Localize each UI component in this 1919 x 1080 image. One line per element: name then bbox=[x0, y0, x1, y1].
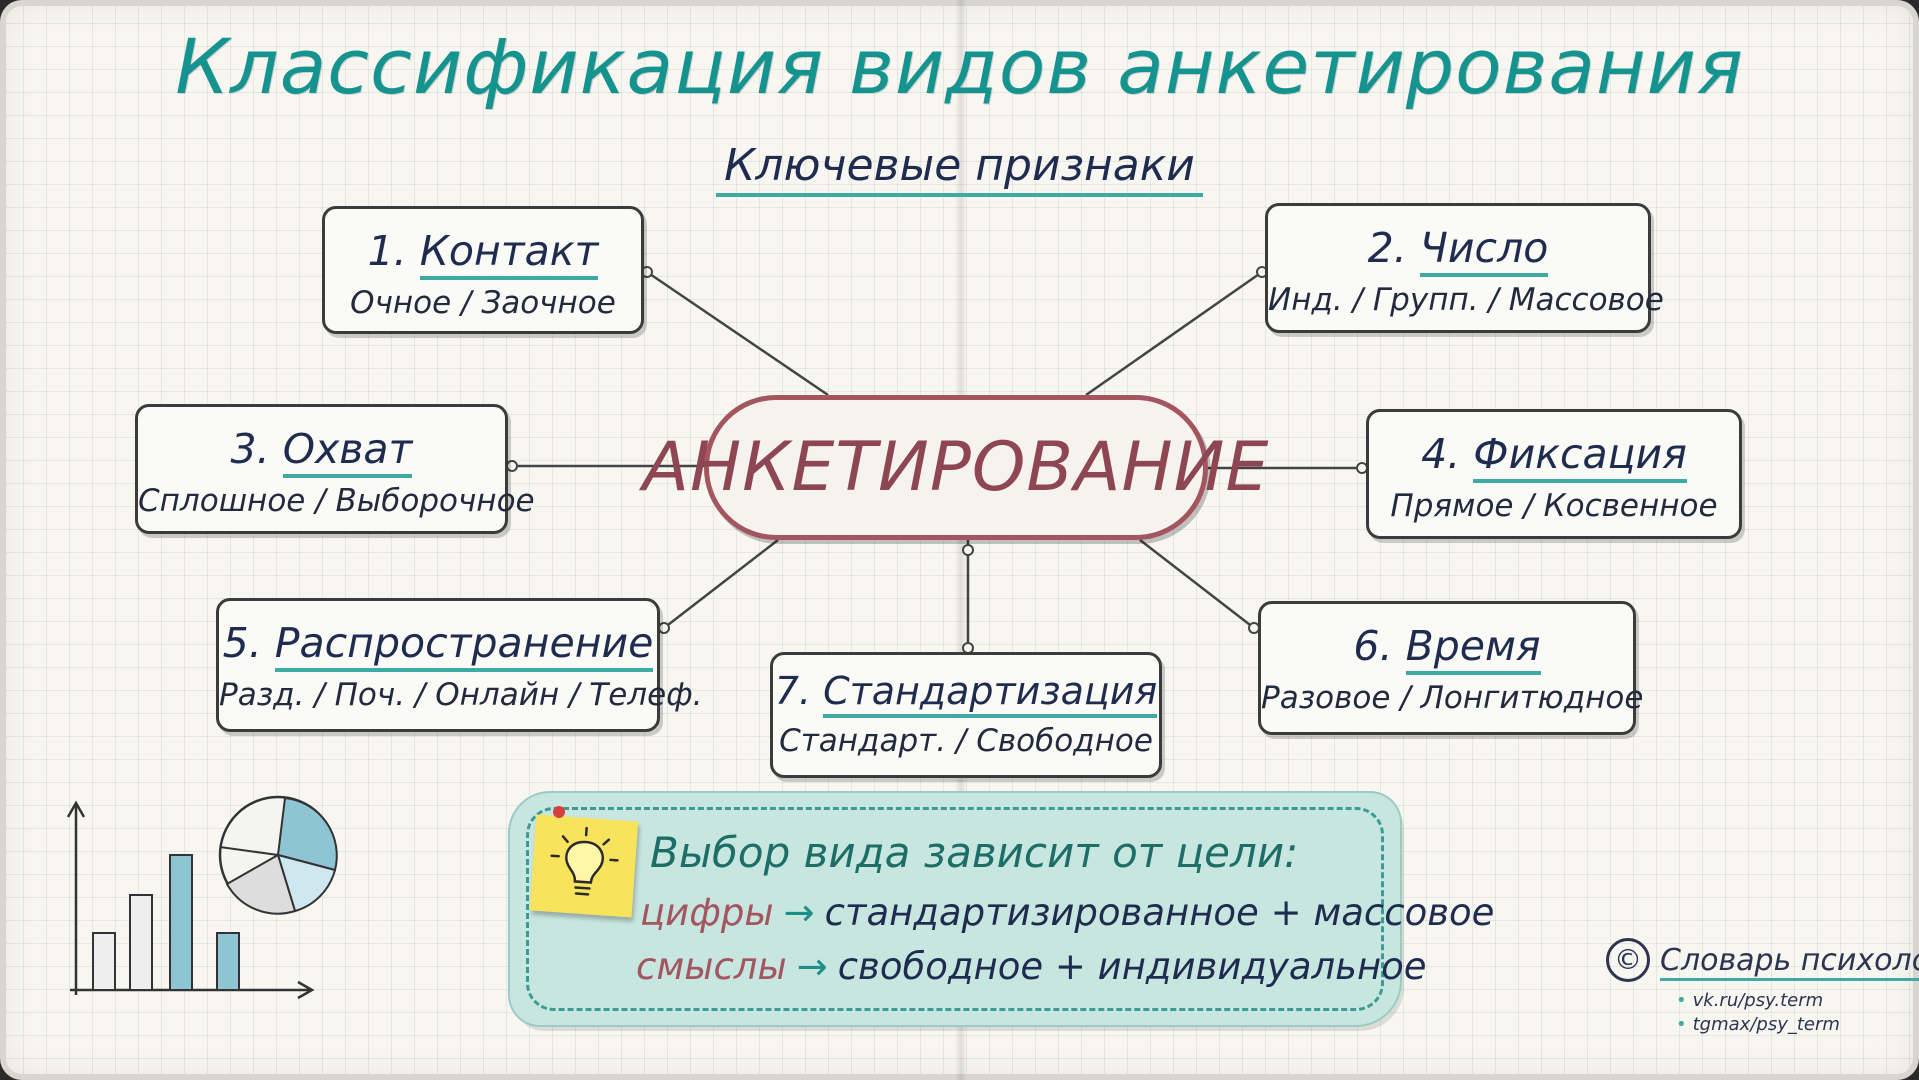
connector-kontakt bbox=[646, 270, 829, 397]
criterion-name: Контакт bbox=[419, 227, 599, 280]
criterion-box-3: 3. Охват Сплошное / Выборочное bbox=[135, 404, 535, 534]
credit: © Словарь психолога bbox=[1606, 938, 1919, 982]
credit-link-vk[interactable]: vk.ru/psy.term bbox=[1676, 990, 1824, 1011]
criterion-values: Стандарт. / Свободное bbox=[779, 723, 1153, 759]
note-keyword: смыслы bbox=[636, 945, 787, 988]
center-label: АНКЕТИРОВАНИЕ bbox=[642, 428, 1270, 507]
connector-chislo bbox=[1085, 270, 1263, 397]
criterion-box-1: 1. Контакт Очное / Заочное bbox=[322, 206, 644, 334]
criterion-box-2: 2. Число Инд. / Групп. / Массовое bbox=[1265, 203, 1664, 333]
arrow-right-icon: → bbox=[796, 945, 828, 988]
page-subtitle: Ключевые признаки bbox=[0, 140, 1919, 197]
criterion-number: 6. bbox=[1353, 622, 1393, 670]
sticky-note bbox=[529, 814, 639, 918]
criterion-name: Распространение bbox=[274, 619, 654, 672]
criterion-box-4: 4. Фиксация Прямое / Косвенное bbox=[1366, 409, 1742, 539]
criterion-name: Время bbox=[1405, 622, 1541, 675]
criterion-number: 3. bbox=[230, 425, 270, 473]
criterion-box-5: 5. Распространение Разд. / Поч. / Онлайн… bbox=[216, 598, 703, 732]
connector-rasprostranenie bbox=[663, 539, 779, 629]
criterion-values: Инд. / Групп. / Массовое bbox=[1268, 282, 1664, 318]
criterion-number: 7. bbox=[774, 669, 811, 713]
criterion-name: Число bbox=[1419, 224, 1549, 277]
criterion-box-6: 6. Время Разовое / Лонгитюдное bbox=[1258, 601, 1644, 735]
criterion-values: Разд. / Поч. / Онлайн / Телеф. bbox=[219, 677, 703, 713]
criterion-title: 7. Стандартизация bbox=[773, 669, 1159, 718]
connector-dot bbox=[962, 544, 974, 556]
criterion-name: Фиксация bbox=[1473, 430, 1687, 483]
advice-note bbox=[510, 793, 1400, 1025]
connector-dot bbox=[658, 622, 670, 634]
credit-link-tg[interactable]: tgmax/psy_term bbox=[1676, 1014, 1840, 1035]
criterion-number: 4. bbox=[1421, 430, 1461, 478]
center-node: АНКЕТИРОВАНИЕ bbox=[643, 395, 1268, 540]
pushpin-icon bbox=[553, 806, 565, 818]
criterion-number: 2. bbox=[1367, 224, 1407, 272]
note-line-2: смыслы→свободное + индивидуальное bbox=[636, 945, 1427, 988]
note-keyword: цифры bbox=[640, 891, 774, 934]
connector-dot bbox=[506, 460, 518, 472]
connector-vremya bbox=[1139, 539, 1255, 629]
note-result: стандартизированное + массовое bbox=[824, 891, 1495, 934]
note-dashed-border bbox=[526, 807, 1384, 1011]
lightbulb-icon bbox=[550, 826, 619, 896]
note-result: свободное + индивидуальное bbox=[837, 945, 1427, 988]
criterion-name: Стандартизация bbox=[823, 669, 1158, 718]
arrow-right-icon: → bbox=[783, 891, 815, 934]
criterion-number: 1. bbox=[367, 227, 407, 275]
criterion-name: Охват bbox=[282, 425, 413, 478]
subtitle-text: Ключевые признаки bbox=[716, 140, 1203, 197]
pie-chart-icon bbox=[218, 795, 338, 915]
criterion-values: Очное / Заочное bbox=[350, 285, 616, 321]
criterion-title: 5. Распространение bbox=[219, 619, 657, 672]
bar-chart-icon bbox=[66, 800, 315, 1000]
copyright-icon: © bbox=[1606, 938, 1650, 982]
credit-name: Словарь психолога bbox=[1660, 942, 1919, 981]
criterion-title: 1. Контакт bbox=[325, 227, 641, 280]
criterion-box-7: 7. Стандартизация Стандарт. / Свободное bbox=[770, 652, 1162, 778]
note-line-1: цифры→стандартизированное + массовое bbox=[640, 891, 1494, 934]
criterion-title: 4. Фиксация bbox=[1369, 430, 1739, 483]
criterion-values: Сплошное / Выборочное bbox=[138, 483, 535, 519]
note-heading: Выбор вида зависит от цели: bbox=[650, 828, 1299, 877]
criterion-title: 3. Охват bbox=[138, 425, 505, 478]
criterion-title: 6. Время bbox=[1261, 622, 1633, 675]
criterion-values: Прямое / Косвенное bbox=[1390, 488, 1718, 524]
page-title: Классификация видов анкетирования bbox=[175, 22, 1744, 111]
criterion-number: 5. bbox=[222, 619, 262, 667]
criterion-values: Разовое / Лонгитюдное bbox=[1261, 680, 1644, 716]
criterion-title: 2. Число bbox=[1268, 224, 1648, 277]
